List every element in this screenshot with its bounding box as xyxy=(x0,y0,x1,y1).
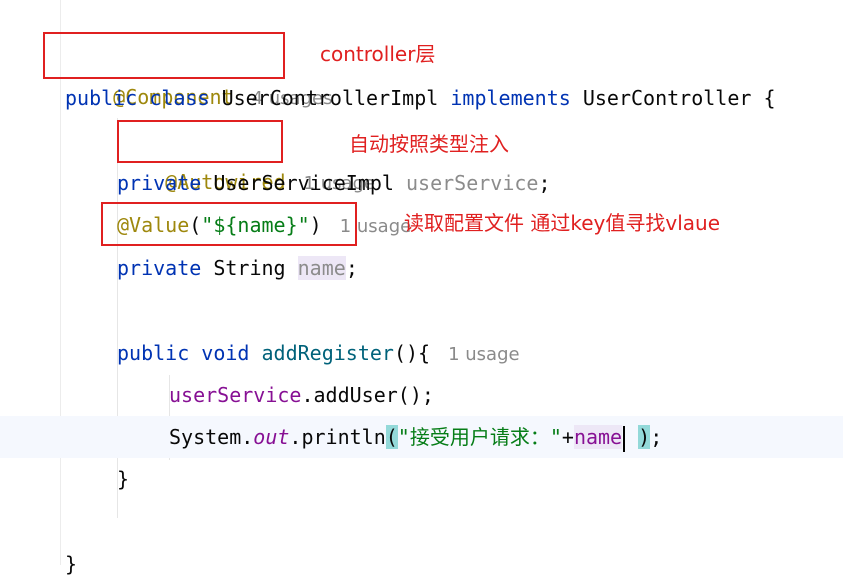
close-brace: } xyxy=(117,467,130,491)
text-caret xyxy=(623,425,626,452)
open-paren: ( xyxy=(189,213,202,237)
note-autowired: 自动按照类型注入 xyxy=(349,132,509,156)
code-line[interactable]: @Autowired 1 usage xyxy=(117,119,375,194)
code-line[interactable]: @Component 4 usages xyxy=(65,34,332,109)
matched-open-paren: ( xyxy=(385,425,398,449)
component-annotation: @Component xyxy=(113,85,234,109)
class-name: UserControllerImpl xyxy=(221,86,439,110)
code-line[interactable]: private String name; xyxy=(117,247,358,289)
keyword-implements: implements xyxy=(450,86,571,110)
type-name: UserServiceImpl xyxy=(213,171,394,195)
semicolon: ; xyxy=(650,425,663,449)
method-call: .println xyxy=(289,425,386,449)
close-paren: ) xyxy=(309,213,322,237)
string-literal: "接受用户请求：" xyxy=(397,425,562,449)
annotation-box-value xyxy=(101,202,357,246)
matched-close-paren: ) xyxy=(638,425,651,449)
semicolon: ; xyxy=(345,256,358,280)
type-name: String xyxy=(213,256,286,280)
annotation-box-component xyxy=(43,32,285,79)
note-value: 读取配置文件 通过key值寻找vlaue xyxy=(404,211,720,235)
method-name: addRegister xyxy=(261,341,394,365)
usages-hint[interactable]: 1 usage xyxy=(339,216,412,237)
usages-hint[interactable]: 1 usage xyxy=(303,173,376,194)
note-controller: controller层 xyxy=(320,42,436,66)
keyword-private: private xyxy=(117,171,202,195)
code-line[interactable]: @Value("${name}") 1 usage xyxy=(117,204,411,246)
gutter-divider xyxy=(60,0,61,565)
autowired-annotation: @Autowired xyxy=(165,170,286,194)
static-field: out xyxy=(253,425,290,449)
method-call: .addUser(); xyxy=(301,383,434,407)
field-name-highlighted: name xyxy=(297,256,346,280)
code-line-current[interactable]: System.out.println("接受用户请求："+name ); xyxy=(169,416,662,458)
keyword-void: void xyxy=(201,341,250,365)
string-literal: "${name}" xyxy=(201,213,310,237)
usages-hint[interactable]: 1 usage xyxy=(448,344,520,365)
field-ref-highlighted: name xyxy=(573,425,623,449)
method-parens: (){ xyxy=(393,341,431,365)
current-line-highlight xyxy=(0,416,843,458)
code-line[interactable]: } xyxy=(117,458,129,500)
field-name: userService xyxy=(406,171,539,195)
interface-name: UserController xyxy=(582,86,752,110)
code-line[interactable]: } xyxy=(65,543,77,585)
code-line[interactable]: userService.addUser(); xyxy=(169,374,434,416)
system-ref: System. xyxy=(169,425,254,449)
close-brace: } xyxy=(65,552,78,576)
value-annotation: @Value xyxy=(117,213,190,237)
keyword-public: public xyxy=(65,86,138,110)
code-line[interactable]: public void addRegister(){ 1 usage xyxy=(117,332,520,374)
usages-hint[interactable]: 4 usages xyxy=(251,88,333,109)
indent-guide xyxy=(117,118,118,518)
annotation-box-autowired xyxy=(117,120,283,163)
code-line[interactable]: private UserServiceImpl userService; xyxy=(117,162,551,204)
semicolon: ; xyxy=(538,171,551,195)
keyword-public: public xyxy=(117,341,190,365)
code-line[interactable]: public class UserControllerImpl implemen… xyxy=(65,77,776,119)
field-ref: userService xyxy=(169,383,302,407)
keyword-class: class xyxy=(149,86,210,110)
open-brace: { xyxy=(763,86,776,110)
plus-operator: + xyxy=(561,425,574,449)
keyword-private: private xyxy=(117,256,202,280)
